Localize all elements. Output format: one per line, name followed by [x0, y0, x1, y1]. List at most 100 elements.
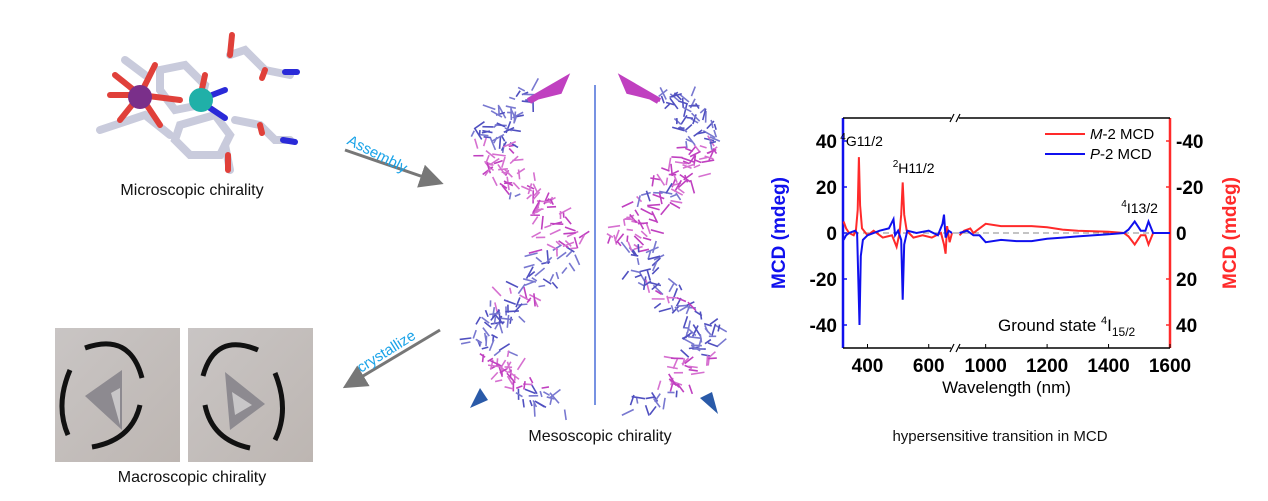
x-tick-label: 1600 — [1149, 356, 1191, 377]
helix-bond — [512, 158, 524, 162]
helix-bond — [680, 349, 690, 358]
helix-bond — [489, 137, 497, 151]
helix-bond — [542, 278, 552, 285]
helix-bond — [540, 215, 544, 230]
helix-bond — [649, 405, 657, 416]
helix-bond — [534, 267, 546, 277]
helix-bond — [706, 120, 715, 130]
helix-bond — [515, 90, 521, 98]
helix-bond — [684, 356, 694, 365]
helix-bond — [532, 172, 536, 181]
helix-bond — [524, 388, 536, 395]
helix-bond — [673, 92, 682, 101]
x-tick-label: 1400 — [1087, 356, 1129, 377]
helix-bond — [685, 138, 693, 143]
helix-bond — [683, 172, 694, 181]
axis-break-icon — [949, 113, 961, 123]
helix-bond — [615, 233, 625, 244]
helix-bond — [531, 216, 539, 225]
helix-bond — [675, 192, 682, 201]
helix-bond — [498, 167, 508, 171]
helix-bond — [680, 114, 688, 125]
legend-label: P-2 MCD — [1090, 146, 1152, 163]
helix-bond — [709, 138, 713, 150]
legend-rest: -2 MCD — [1100, 146, 1152, 163]
helix-bond — [669, 170, 680, 176]
helix-bond — [675, 390, 678, 398]
mesoscopic-label: Mesoscopic chirality — [528, 428, 672, 445]
helix-bond — [564, 226, 576, 232]
helix-bond — [658, 89, 668, 98]
helix-bond — [505, 280, 519, 289]
helix-bond — [573, 236, 579, 249]
helix-bond — [524, 280, 535, 287]
helix-bond — [506, 375, 514, 385]
helix-bond — [633, 235, 645, 246]
helix-bond — [629, 213, 638, 224]
helix-bond — [697, 338, 703, 350]
helix-bond — [717, 324, 721, 332]
helix-bond — [699, 107, 706, 114]
helix-bond — [459, 337, 472, 341]
helix-bond — [498, 135, 502, 149]
helix-bond — [644, 405, 650, 416]
helix-bond — [460, 341, 471, 345]
helix-bond — [529, 376, 534, 384]
helix-bond — [551, 281, 559, 289]
helix-bond — [528, 271, 536, 278]
helix-bond — [681, 97, 685, 108]
helix-bond — [491, 133, 505, 142]
helix-bond — [654, 393, 661, 403]
helix-bond — [523, 286, 528, 300]
helix-bond — [645, 279, 651, 294]
x-tick-label: 600 — [913, 356, 945, 377]
helix-bond — [482, 137, 487, 147]
helix-bond — [522, 399, 525, 408]
legend-italic: M — [1090, 126, 1103, 143]
helix-bond — [621, 201, 634, 208]
mcd-caption: hypersensitive transition in MCD — [892, 428, 1108, 445]
helix-bond — [491, 334, 498, 339]
helix-bond — [698, 172, 712, 178]
helix-bond — [532, 183, 538, 193]
helix-bond — [690, 371, 705, 376]
helix-bond — [474, 128, 483, 140]
helix-bond — [502, 140, 517, 148]
helix-bond — [669, 97, 679, 110]
helix-bond — [484, 154, 490, 165]
helix-bond — [667, 277, 678, 287]
helix-bond — [503, 299, 516, 305]
helix-bond — [647, 255, 661, 261]
helix-bond — [497, 104, 500, 116]
crystal-photo-left — [55, 328, 180, 462]
helix-bond — [689, 179, 696, 194]
helix-bond — [669, 93, 682, 99]
helix-bond — [607, 235, 612, 244]
helix-bond — [665, 182, 673, 194]
helix-bond — [669, 93, 680, 102]
helix-bond — [566, 230, 579, 238]
helix-bond — [660, 95, 665, 104]
helix-bond — [709, 318, 719, 325]
y-tick-label-left: 20 — [816, 178, 837, 199]
helix-bond — [506, 361, 512, 370]
helix-bond — [541, 386, 550, 389]
helix-bond — [657, 380, 662, 391]
helix-bond — [475, 338, 482, 346]
crystallize-arrow — [342, 328, 441, 389]
helix-bond — [651, 211, 659, 224]
helix-bond — [652, 397, 661, 408]
helix-bond — [488, 339, 495, 352]
helix-bond — [640, 230, 648, 238]
transition-sup: 2 — [893, 159, 899, 170]
helix-bond — [642, 237, 652, 241]
helix-bond — [491, 176, 498, 187]
helix-bond — [651, 261, 658, 272]
helix-bond — [708, 149, 715, 161]
helix-bond — [645, 222, 651, 235]
helix-bond — [679, 305, 689, 312]
helix-bond — [637, 281, 645, 287]
helix-bond — [535, 256, 543, 263]
